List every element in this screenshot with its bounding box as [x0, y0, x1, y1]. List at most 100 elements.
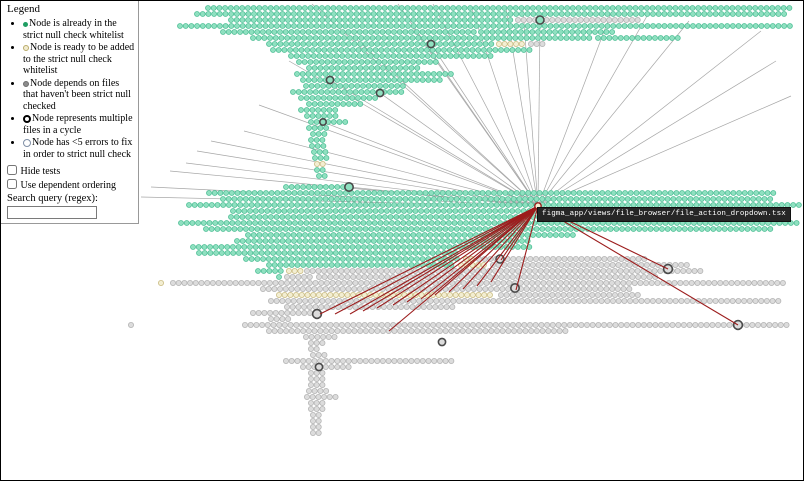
graph-node[interactable]: [586, 35, 593, 41]
graph-node[interactable]: [478, 297, 485, 304]
graph-node[interactable]: [478, 35, 484, 41]
graph-node[interactable]: [309, 244, 316, 250]
graph-node[interactable]: [655, 23, 662, 29]
graph-node[interactable]: [331, 220, 338, 226]
graph-node[interactable]: [255, 35, 262, 41]
graph-node[interactable]: [391, 327, 398, 334]
graph-node[interactable]: [270, 47, 276, 53]
graph-node[interactable]: [300, 256, 306, 262]
graph-node[interactable]: [423, 244, 430, 250]
graph-node[interactable]: [310, 250, 316, 256]
graph-node[interactable]: [384, 53, 391, 59]
graph-node[interactable]: [569, 5, 576, 11]
graph-node[interactable]: [320, 190, 326, 196]
graph-node[interactable]: [747, 23, 753, 29]
graph-node[interactable]: [578, 321, 585, 328]
graph-node[interactable]: [307, 345, 314, 352]
graph-node[interactable]: [572, 16, 579, 23]
graph-node[interactable]: [331, 83, 338, 89]
graph-node[interactable]: [379, 53, 386, 59]
graph-node[interactable]: [630, 226, 637, 232]
graph-node[interactable]: [234, 238, 240, 244]
graph-node[interactable]: [368, 71, 375, 77]
graph-node[interactable]: [386, 303, 393, 310]
graph-node[interactable]: [581, 11, 588, 17]
graph-node[interactable]: [323, 125, 330, 131]
graph-node[interactable]: [493, 285, 500, 292]
graph-node[interactable]: [592, 297, 599, 304]
graph-node[interactable]: [583, 273, 590, 280]
graph-node[interactable]: [340, 262, 347, 268]
graph-node[interactable]: [319, 5, 325, 11]
graph-node[interactable]: [453, 53, 460, 59]
graph-node[interactable]: [275, 291, 282, 298]
graph-node[interactable]: [683, 5, 690, 11]
graph-node[interactable]: [408, 202, 415, 208]
graph-node[interactable]: [240, 190, 247, 196]
graph-node[interactable]: [381, 17, 388, 23]
graph-node[interactable]: [663, 321, 670, 328]
graph-node[interactable]: [256, 11, 263, 17]
graph-node-cycle[interactable]: [314, 362, 324, 372]
graph-node[interactable]: [391, 196, 397, 202]
graph-node[interactable]: [387, 17, 394, 23]
graph-node[interactable]: [422, 238, 429, 244]
graph-node[interactable]: [494, 279, 501, 286]
graph-node[interactable]: [670, 226, 677, 232]
graph-node[interactable]: [303, 267, 310, 274]
graph-node[interactable]: [473, 23, 480, 29]
graph-node[interactable]: [444, 23, 451, 29]
graph-node[interactable]: [467, 5, 474, 11]
graph-node[interactable]: [229, 244, 236, 250]
graph-node[interactable]: [402, 262, 409, 268]
graph-node[interactable]: [549, 321, 556, 328]
graph-node[interactable]: [445, 190, 452, 196]
graph-node[interactable]: [321, 393, 328, 400]
graph-node[interactable]: [607, 196, 614, 202]
graph-node[interactable]: [604, 11, 611, 17]
graph-node[interactable]: [621, 11, 628, 17]
graph-node[interactable]: [769, 11, 776, 17]
graph-node[interactable]: [313, 381, 320, 388]
graph-node[interactable]: [740, 5, 747, 11]
graph-node[interactable]: [411, 220, 418, 226]
graph-node[interactable]: [197, 202, 204, 208]
graph-node[interactable]: [562, 196, 568, 202]
graph-node[interactable]: [239, 238, 246, 244]
graph-node[interactable]: [475, 321, 482, 328]
graph-node[interactable]: [330, 119, 337, 125]
graph-node[interactable]: [339, 357, 346, 364]
graph-node[interactable]: [436, 77, 443, 83]
graph-node[interactable]: [213, 250, 220, 256]
graph-node[interactable]: [315, 95, 322, 101]
graph-node[interactable]: [406, 220, 412, 226]
graph-node[interactable]: [783, 321, 790, 328]
graph-node[interactable]: [690, 23, 696, 29]
graph-node[interactable]: [468, 220, 475, 226]
graph-node[interactable]: [540, 285, 547, 292]
graph-node[interactable]: [273, 23, 280, 29]
graph-node[interactable]: [615, 261, 622, 268]
graph-node[interactable]: [386, 89, 393, 95]
graph-node[interactable]: [328, 29, 335, 35]
graph-node[interactable]: [427, 17, 434, 23]
graph-node[interactable]: [349, 250, 356, 256]
graph-node[interactable]: [391, 77, 398, 83]
graph-node[interactable]: [396, 357, 403, 364]
graph-node[interactable]: [382, 83, 389, 89]
graph-node[interactable]: [620, 285, 627, 292]
graph-node[interactable]: [303, 95, 310, 101]
graph-node[interactable]: [446, 47, 453, 53]
graph-node[interactable]: [368, 262, 375, 268]
graph-node[interactable]: [488, 202, 495, 208]
graph-node[interactable]: [644, 5, 650, 11]
graph-node[interactable]: [345, 202, 352, 208]
graph-node[interactable]: [410, 59, 416, 65]
graph-node[interactable]: [374, 65, 381, 71]
graph-node[interactable]: [359, 190, 366, 196]
graph-node[interactable]: [301, 303, 308, 310]
graph-node[interactable]: [621, 23, 628, 29]
graph-node[interactable]: [401, 47, 408, 53]
graph-node[interactable]: [231, 202, 238, 208]
graph-node-cycle[interactable]: [318, 118, 327, 127]
